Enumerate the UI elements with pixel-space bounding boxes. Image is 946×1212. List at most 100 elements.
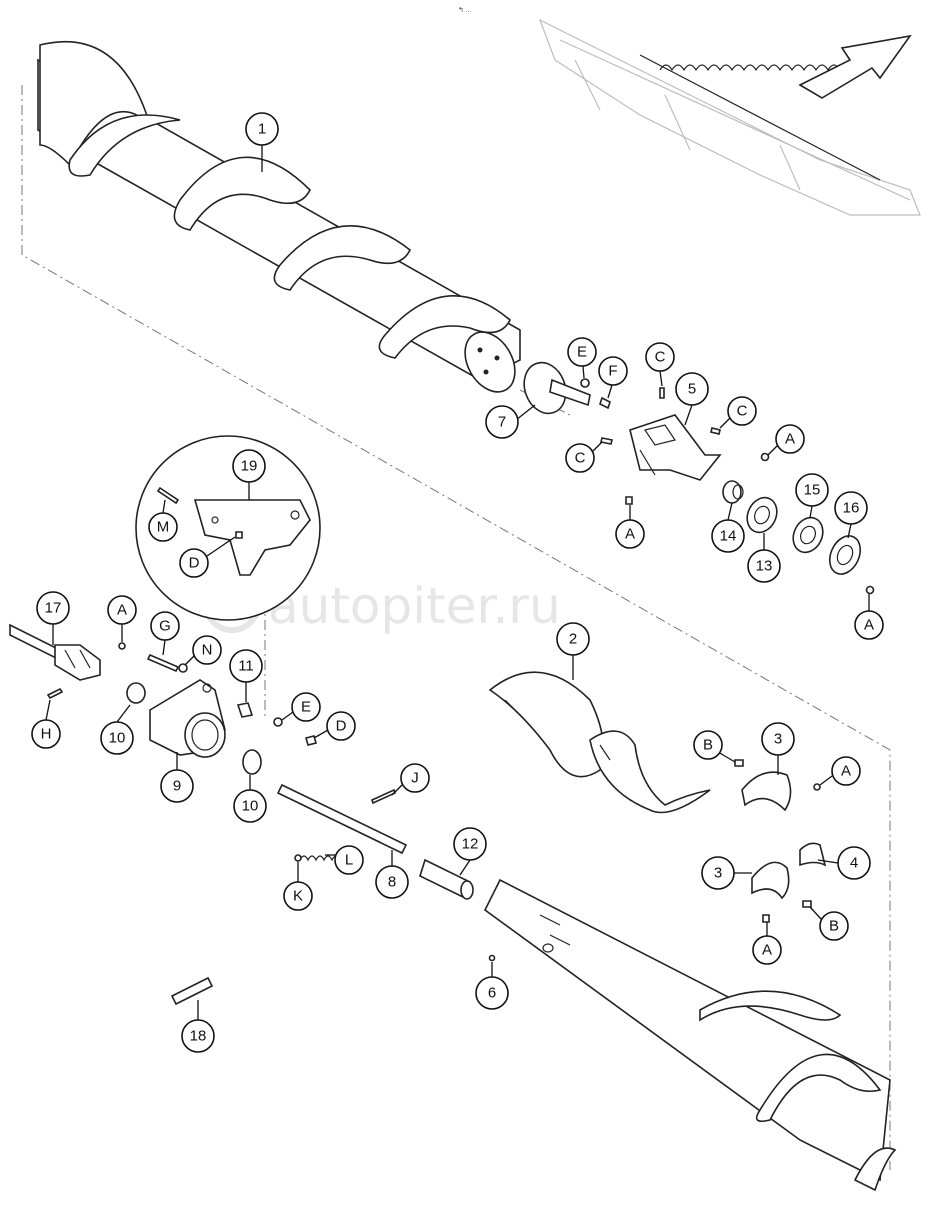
svg-text:D: D xyxy=(336,718,347,735)
callout-2: 2 xyxy=(556,622,590,680)
svg-text:2: 2 xyxy=(569,631,577,648)
svg-text:5: 5 xyxy=(688,381,696,398)
bearing-housing xyxy=(149,679,226,758)
svg-text:6: 6 xyxy=(488,985,496,1002)
svg-text:N: N xyxy=(202,642,213,659)
watermark-text: autopiter.ru xyxy=(268,577,561,635)
callout-F: F xyxy=(598,356,628,399)
bearing-bracket xyxy=(629,414,722,481)
callout-K: K xyxy=(283,862,313,911)
callout-C-3: C xyxy=(565,441,603,473)
detail-view-bracket xyxy=(135,435,321,621)
svg-text:B: B xyxy=(703,737,713,754)
sleeve xyxy=(419,858,474,900)
svg-text:16: 16 xyxy=(843,500,860,517)
svg-text:E: E xyxy=(577,344,587,361)
flange-plate xyxy=(523,361,591,415)
direction-arrow xyxy=(798,34,912,99)
svg-text:H: H xyxy=(41,726,52,743)
callout-A-1: A xyxy=(767,424,805,456)
bearing-and-washers xyxy=(722,480,862,575)
callout-A-2: A xyxy=(615,505,645,549)
svg-text:10: 10 xyxy=(242,798,259,815)
upper-auger-tube xyxy=(37,40,521,393)
callout-E-2: E xyxy=(281,692,321,722)
callout-3-upper: 3 xyxy=(761,722,795,775)
svg-text:A: A xyxy=(864,617,874,634)
svg-text:C: C xyxy=(737,403,748,420)
svg-text:11: 11 xyxy=(238,658,254,675)
callout-E-1: E xyxy=(567,337,597,379)
callout-C-1: C xyxy=(645,342,675,387)
callout-13: 13 xyxy=(747,533,781,583)
svg-text:A: A xyxy=(785,431,795,448)
svg-text:13: 13 xyxy=(756,558,773,575)
svg-text:1: 1 xyxy=(258,121,266,138)
svg-text:K: K xyxy=(293,888,303,905)
header-mark: ↰ ... xyxy=(458,6,472,14)
svg-text:C: C xyxy=(655,349,666,366)
svg-text:12: 12 xyxy=(462,836,479,853)
callout-B-1: B xyxy=(693,730,736,763)
flighting-half-upper xyxy=(741,771,792,812)
svg-text:A: A xyxy=(625,526,635,543)
callout-8: 8 xyxy=(375,850,409,899)
callout-10-lower: 10 xyxy=(233,775,267,823)
callout-15: 15 xyxy=(795,473,829,519)
svg-text:D: D xyxy=(189,555,200,572)
callout-B-2: B xyxy=(809,906,849,941)
callout-C-2: C xyxy=(719,396,757,429)
svg-text:9: 9 xyxy=(173,778,181,795)
callout-A-6: A xyxy=(752,922,782,965)
callout-6: 6 xyxy=(475,962,509,1010)
callout-3-lower: 3 xyxy=(701,856,752,890)
callout-10-upper: 10 xyxy=(100,704,134,755)
callout-14: 14 xyxy=(711,502,745,553)
svg-text:14: 14 xyxy=(720,528,737,545)
flighting-half-lower xyxy=(751,842,827,900)
universal-joint-shaft xyxy=(9,623,101,681)
callout-1: 1 xyxy=(245,112,279,172)
svg-text:C: C xyxy=(575,450,586,467)
svg-text:A: A xyxy=(117,602,127,619)
svg-text:3: 3 xyxy=(774,731,782,748)
svg-text:A: A xyxy=(841,763,851,780)
svg-text:10: 10 xyxy=(109,730,126,747)
callout-N: N xyxy=(184,635,222,666)
callout-9: 9 xyxy=(160,752,194,803)
svg-text:M: M xyxy=(157,519,170,536)
svg-text:18: 18 xyxy=(190,1028,207,1045)
callout-M: M xyxy=(148,499,178,542)
bearing-upper xyxy=(126,682,146,704)
bearing-lower xyxy=(242,749,262,775)
svg-text:8: 8 xyxy=(388,874,396,891)
callout-D-1: D xyxy=(179,536,236,578)
callout-11: 11 xyxy=(229,649,263,702)
pin xyxy=(170,976,214,1006)
callout-19: 19 xyxy=(232,449,266,500)
watermark: autopiter.ru xyxy=(203,575,561,635)
callout-5: 5 xyxy=(675,372,709,426)
svg-text:3: 3 xyxy=(714,865,722,882)
callout-A-4: A xyxy=(107,595,137,642)
callout-G: G xyxy=(150,611,180,656)
svg-text:15: 15 xyxy=(804,482,821,499)
callout-J: J xyxy=(391,763,430,796)
svg-text:E: E xyxy=(301,699,311,716)
svg-text:L: L xyxy=(345,852,353,869)
callout-4: 4 xyxy=(817,846,871,880)
svg-text:4: 4 xyxy=(850,855,858,872)
callout-H: H xyxy=(31,699,61,749)
callout-A-3: A xyxy=(854,594,884,640)
callout-16: 16 xyxy=(834,491,868,539)
callout-D-2: D xyxy=(313,711,356,741)
lower-auger-tube xyxy=(483,878,897,1192)
callout-7: 7 xyxy=(485,404,536,439)
svg-text:G: G xyxy=(159,618,171,635)
svg-text:A: A xyxy=(762,942,772,959)
svg-text:7: 7 xyxy=(498,414,506,431)
callout-18: 18 xyxy=(181,1000,215,1053)
callout-17: 17 xyxy=(36,591,70,645)
auger-flighting-segment xyxy=(488,671,711,814)
